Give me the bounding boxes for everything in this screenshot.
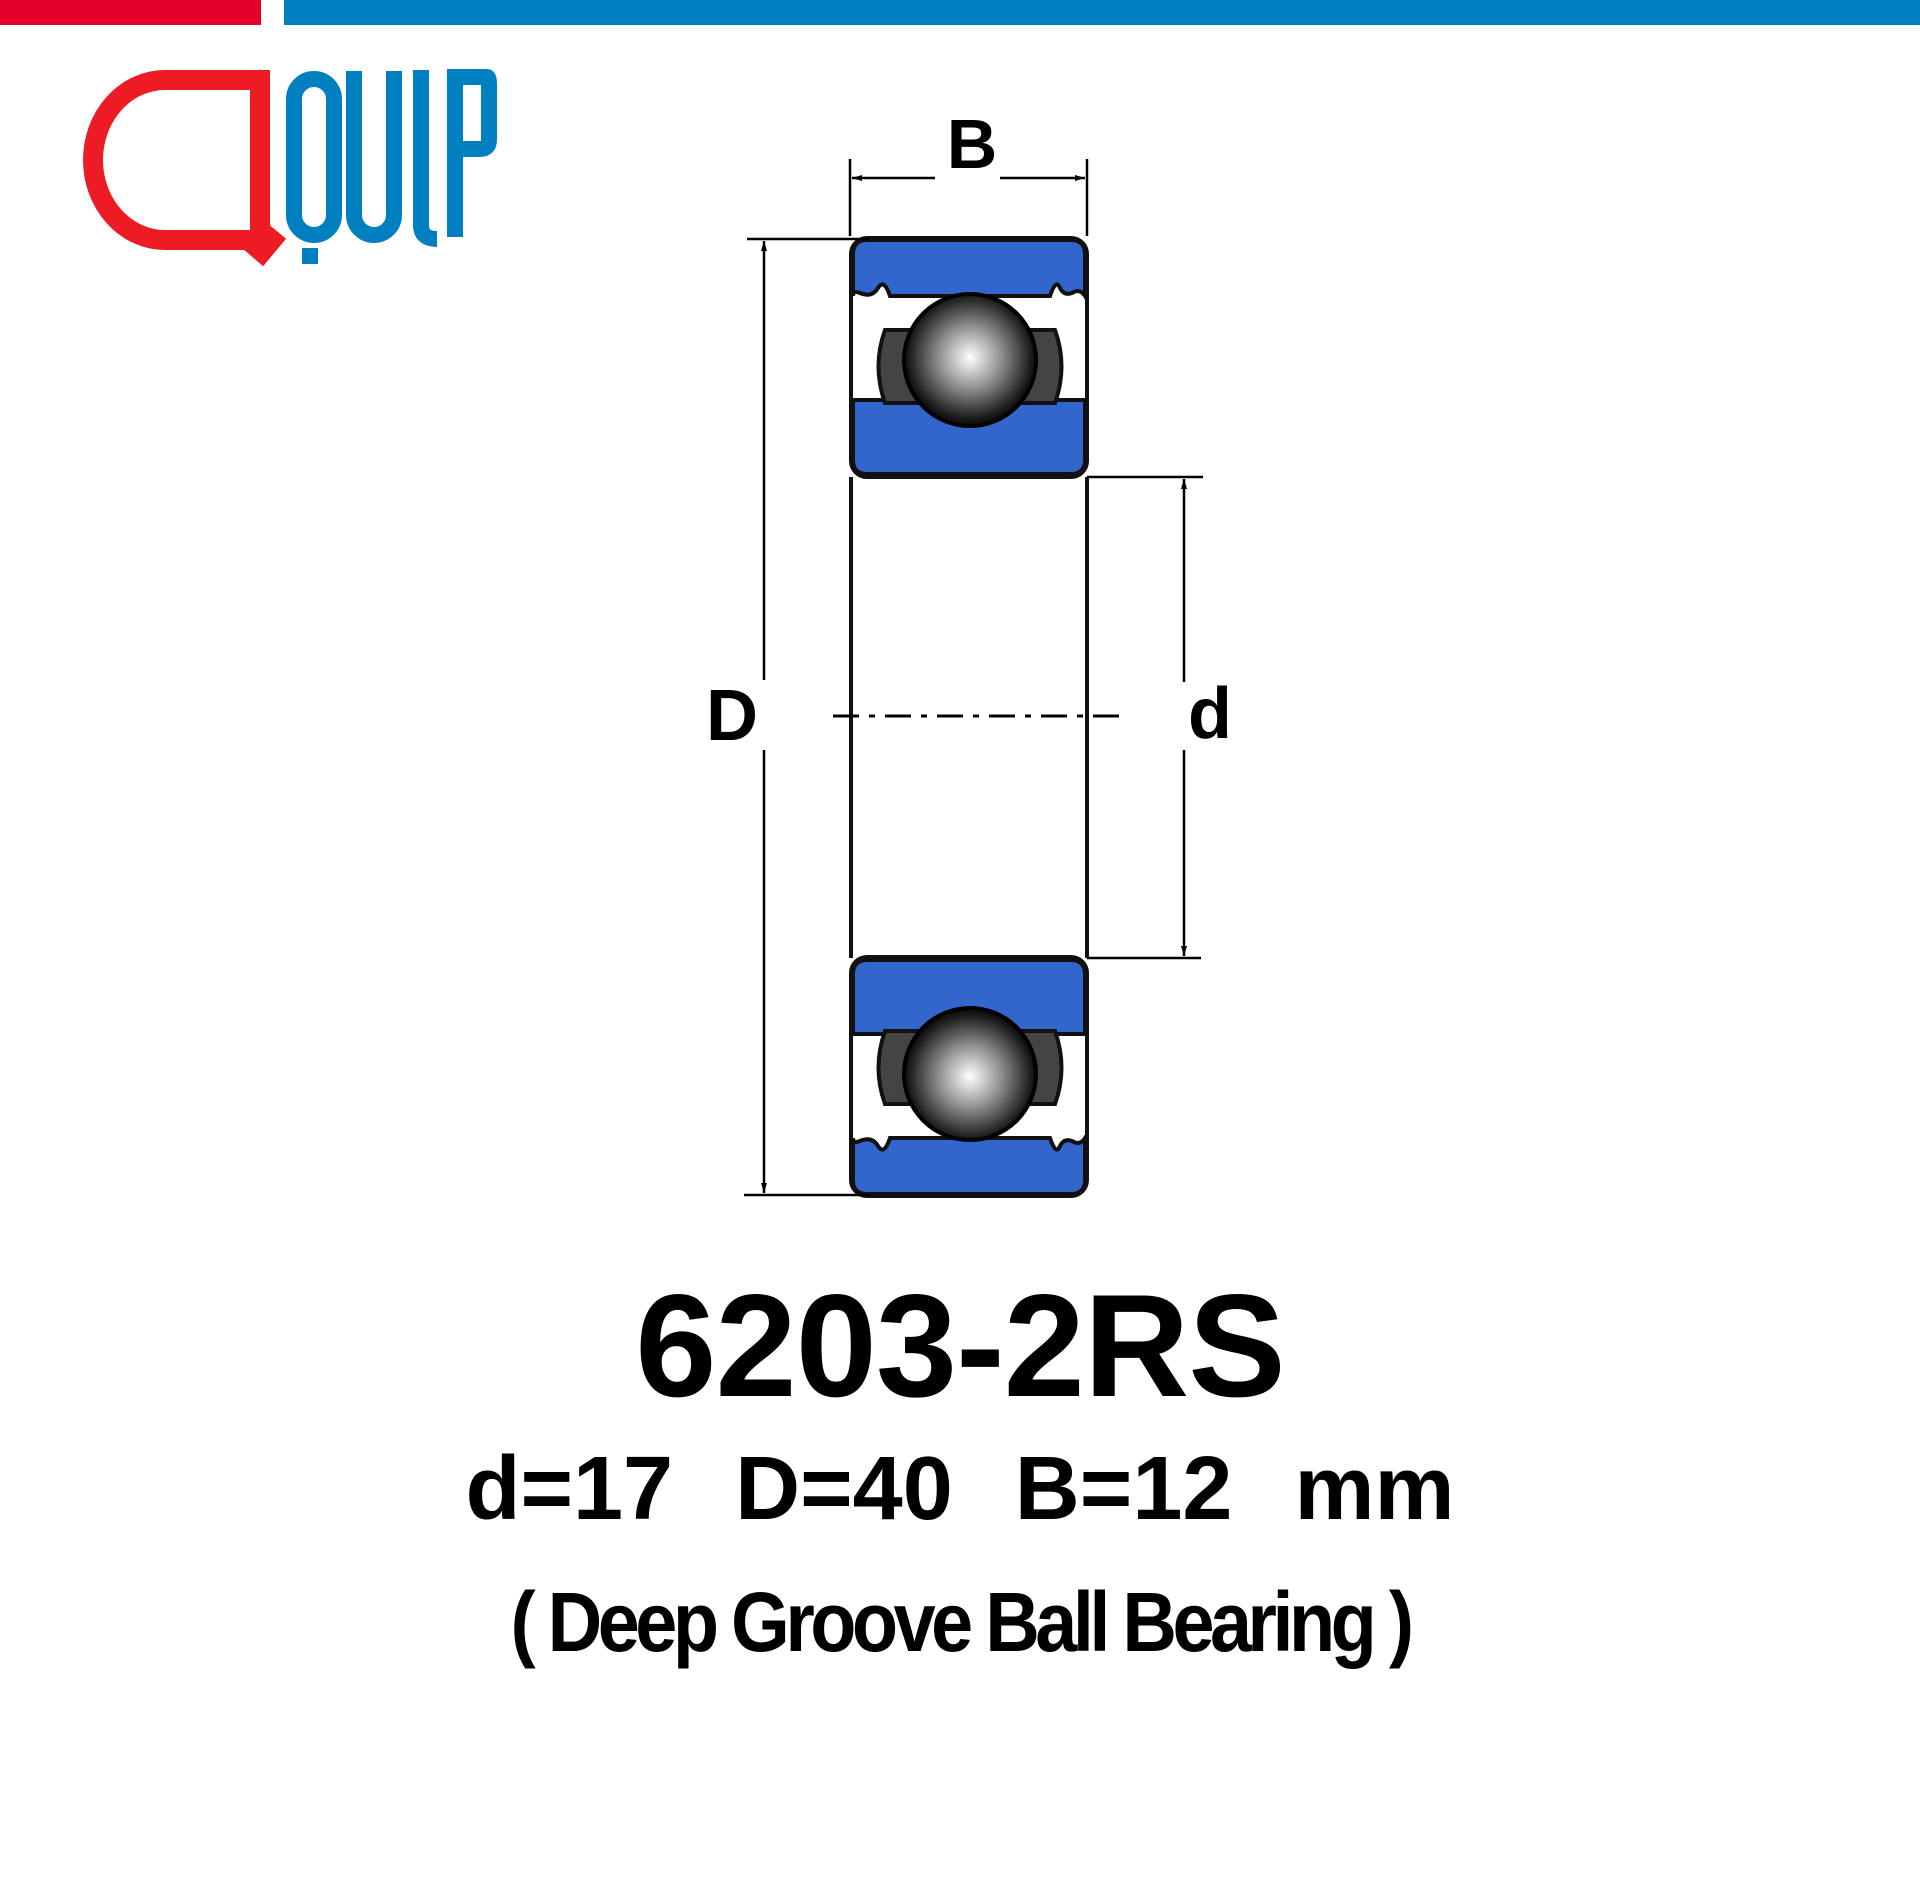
dimension-D <box>744 237 870 1197</box>
label-B: B <box>947 105 998 183</box>
label-D: D <box>706 676 758 756</box>
model-number: 6203-2RS <box>635 1264 1285 1427</box>
top-bar-red <box>0 0 261 25</box>
bearing-type: ( Deep Groove Ball Bearing ) <box>510 1575 1414 1669</box>
dimension-B <box>848 159 1089 236</box>
dimension-specs: d=17 D=40 B=12 mm <box>465 1439 1455 1539</box>
bearing-section-bottom <box>849 955 1089 1198</box>
quip-logo <box>83 69 497 267</box>
label-d: d <box>1188 674 1232 754</box>
dimension-d <box>1087 475 1203 960</box>
bearing-section-top <box>849 236 1089 479</box>
top-bar-blue <box>284 0 1920 25</box>
